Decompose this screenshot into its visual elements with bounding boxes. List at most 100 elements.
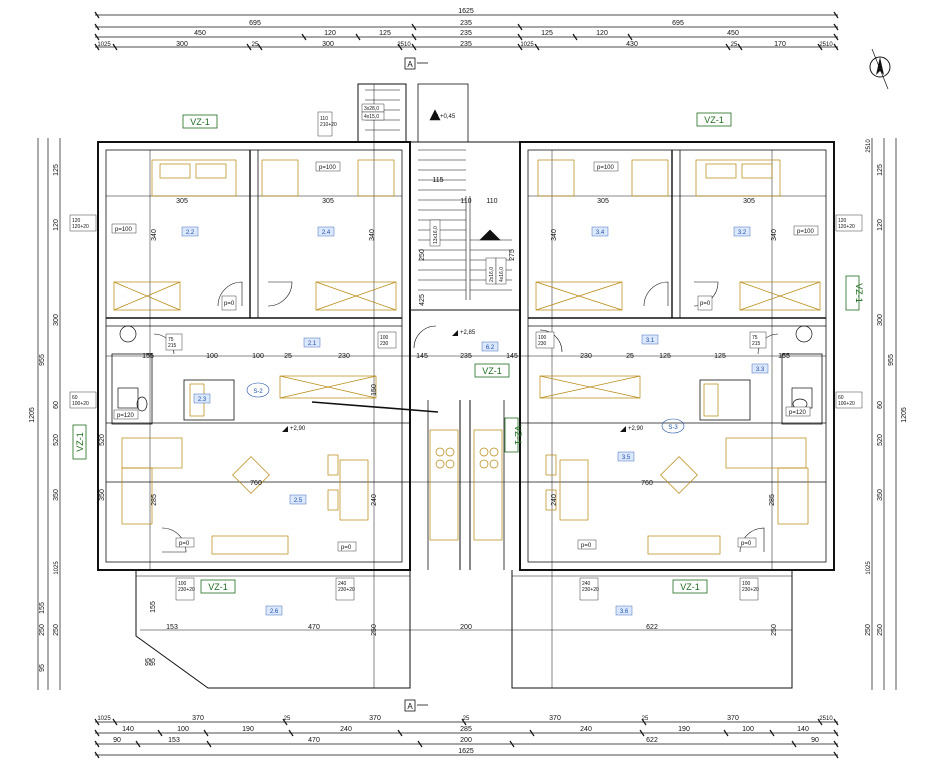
svg-text:p=100: p=100	[797, 229, 815, 235]
svg-text:235: 235	[460, 353, 472, 360]
dim-bottom: 1025	[97, 716, 111, 722]
svg-text:p=100: p=100	[115, 227, 133, 233]
dim-bottom: 200	[460, 737, 472, 744]
svg-text:6.2: 6.2	[486, 345, 495, 351]
svg-text:95: 95	[145, 658, 152, 666]
doors	[153, 281, 779, 553]
dim-top: 1025	[520, 42, 534, 48]
opening-tag: p=100	[111, 223, 137, 234]
svg-text:25: 25	[284, 353, 292, 360]
dim-top: 695	[249, 20, 261, 27]
opening-tag: p=0	[337, 541, 357, 552]
dim-right: 955	[888, 354, 895, 366]
svg-text:240: 240	[551, 494, 558, 506]
svg-text:S-2: S-2	[253, 389, 263, 395]
opening-tag: p=0	[577, 539, 597, 550]
level-mark: +2,85	[452, 330, 476, 336]
dim-right: 350	[877, 489, 884, 501]
dim-bottom: 90	[811, 737, 819, 744]
svg-text:3.2: 3.2	[738, 230, 747, 236]
room-tag: 3.6	[615, 605, 633, 616]
stair-tag: 3x28,0	[361, 103, 385, 113]
dim-bottom: 140	[122, 726, 134, 733]
svg-text:425: 425	[419, 294, 426, 306]
vz-tag: VZ-1	[672, 579, 708, 594]
dim-top: 235	[460, 30, 472, 37]
room-tag: 3.1	[641, 334, 659, 345]
dim-left: 120	[53, 219, 60, 231]
dim-left: 955	[39, 354, 46, 366]
svg-text:25: 25	[626, 353, 634, 360]
svg-text:470: 470	[308, 624, 320, 631]
room-tag: 2.2	[181, 226, 199, 237]
dim-right: 2510	[866, 139, 872, 153]
svg-text:A: A	[407, 702, 413, 711]
level-mark: +2,90	[620, 426, 644, 432]
dim-bottom: 370	[369, 715, 381, 722]
dim-top: 450	[194, 30, 206, 37]
room-tag: S-2	[246, 382, 270, 398]
dim-left: 300	[53, 314, 60, 326]
dim-bottom: 25	[284, 716, 291, 722]
interior-dimension-text: 305 305 305 305 340 340 340 340 760 760 …	[99, 177, 790, 666]
dim-bottom: 100	[177, 726, 189, 733]
room-tag: 2.1	[303, 337, 321, 348]
svg-text:VZ-1: VZ-1	[513, 425, 523, 445]
dim-left: 60	[53, 401, 60, 409]
dim-top: 1025	[97, 42, 111, 48]
svg-text:3.4: 3.4	[596, 230, 605, 236]
opening-tag: p=120	[785, 406, 811, 417]
left-dimensions	[37, 138, 61, 690]
dim-top: 695	[672, 20, 684, 27]
corridor-line	[311, 401, 439, 413]
opening-tags: p=100 p=100 p=100 p=100 p=120 p=120 p=0 …	[111, 161, 819, 552]
dim-right: 60	[877, 401, 884, 409]
stair-tags: 3x28,0 4x15,0 13x16,0 2x16,0 4x16,0	[361, 103, 507, 285]
svg-text:p=0: p=0	[581, 543, 592, 549]
dim-right: 1025	[866, 561, 872, 575]
room-tag: 3.2	[733, 226, 751, 237]
dim-right: 1205	[901, 407, 908, 423]
svg-text:2.1: 2.1	[308, 341, 317, 347]
dim-bottom: 240	[580, 726, 592, 733]
dim-bottom: 100	[742, 726, 754, 733]
dim-left: 95	[39, 664, 46, 672]
svg-text:153: 153	[166, 624, 178, 631]
right-dimensions	[871, 138, 897, 690]
svg-text:155: 155	[778, 353, 790, 360]
svg-text:p=120: p=120	[117, 413, 135, 419]
room-tag: 2.5	[289, 494, 307, 505]
svg-text:110: 110	[486, 198, 497, 205]
vz-tag: VZ-1	[504, 417, 523, 453]
wc-fixtures	[117, 325, 813, 412]
dim-bottom: 153	[168, 737, 180, 744]
dim-top: 300	[176, 41, 188, 48]
svg-text:13x16,0: 13x16,0	[433, 226, 439, 244]
section-mark-top: A	[404, 57, 428, 70]
svg-text:125: 125	[659, 353, 671, 360]
room-tag: 2.3	[193, 393, 211, 404]
dim-top: 25	[252, 42, 259, 48]
svg-text:100: 100	[252, 353, 264, 360]
room-tag: 3.3	[751, 363, 769, 374]
svg-text:VZ-1: VZ-1	[190, 117, 210, 127]
dim-top: 300	[322, 41, 334, 48]
svg-text:p=100: p=100	[597, 165, 615, 171]
svg-text:+2,85: +2,85	[460, 330, 476, 336]
dim-bottom: 190	[678, 726, 690, 733]
dim-top: 25	[731, 42, 738, 48]
